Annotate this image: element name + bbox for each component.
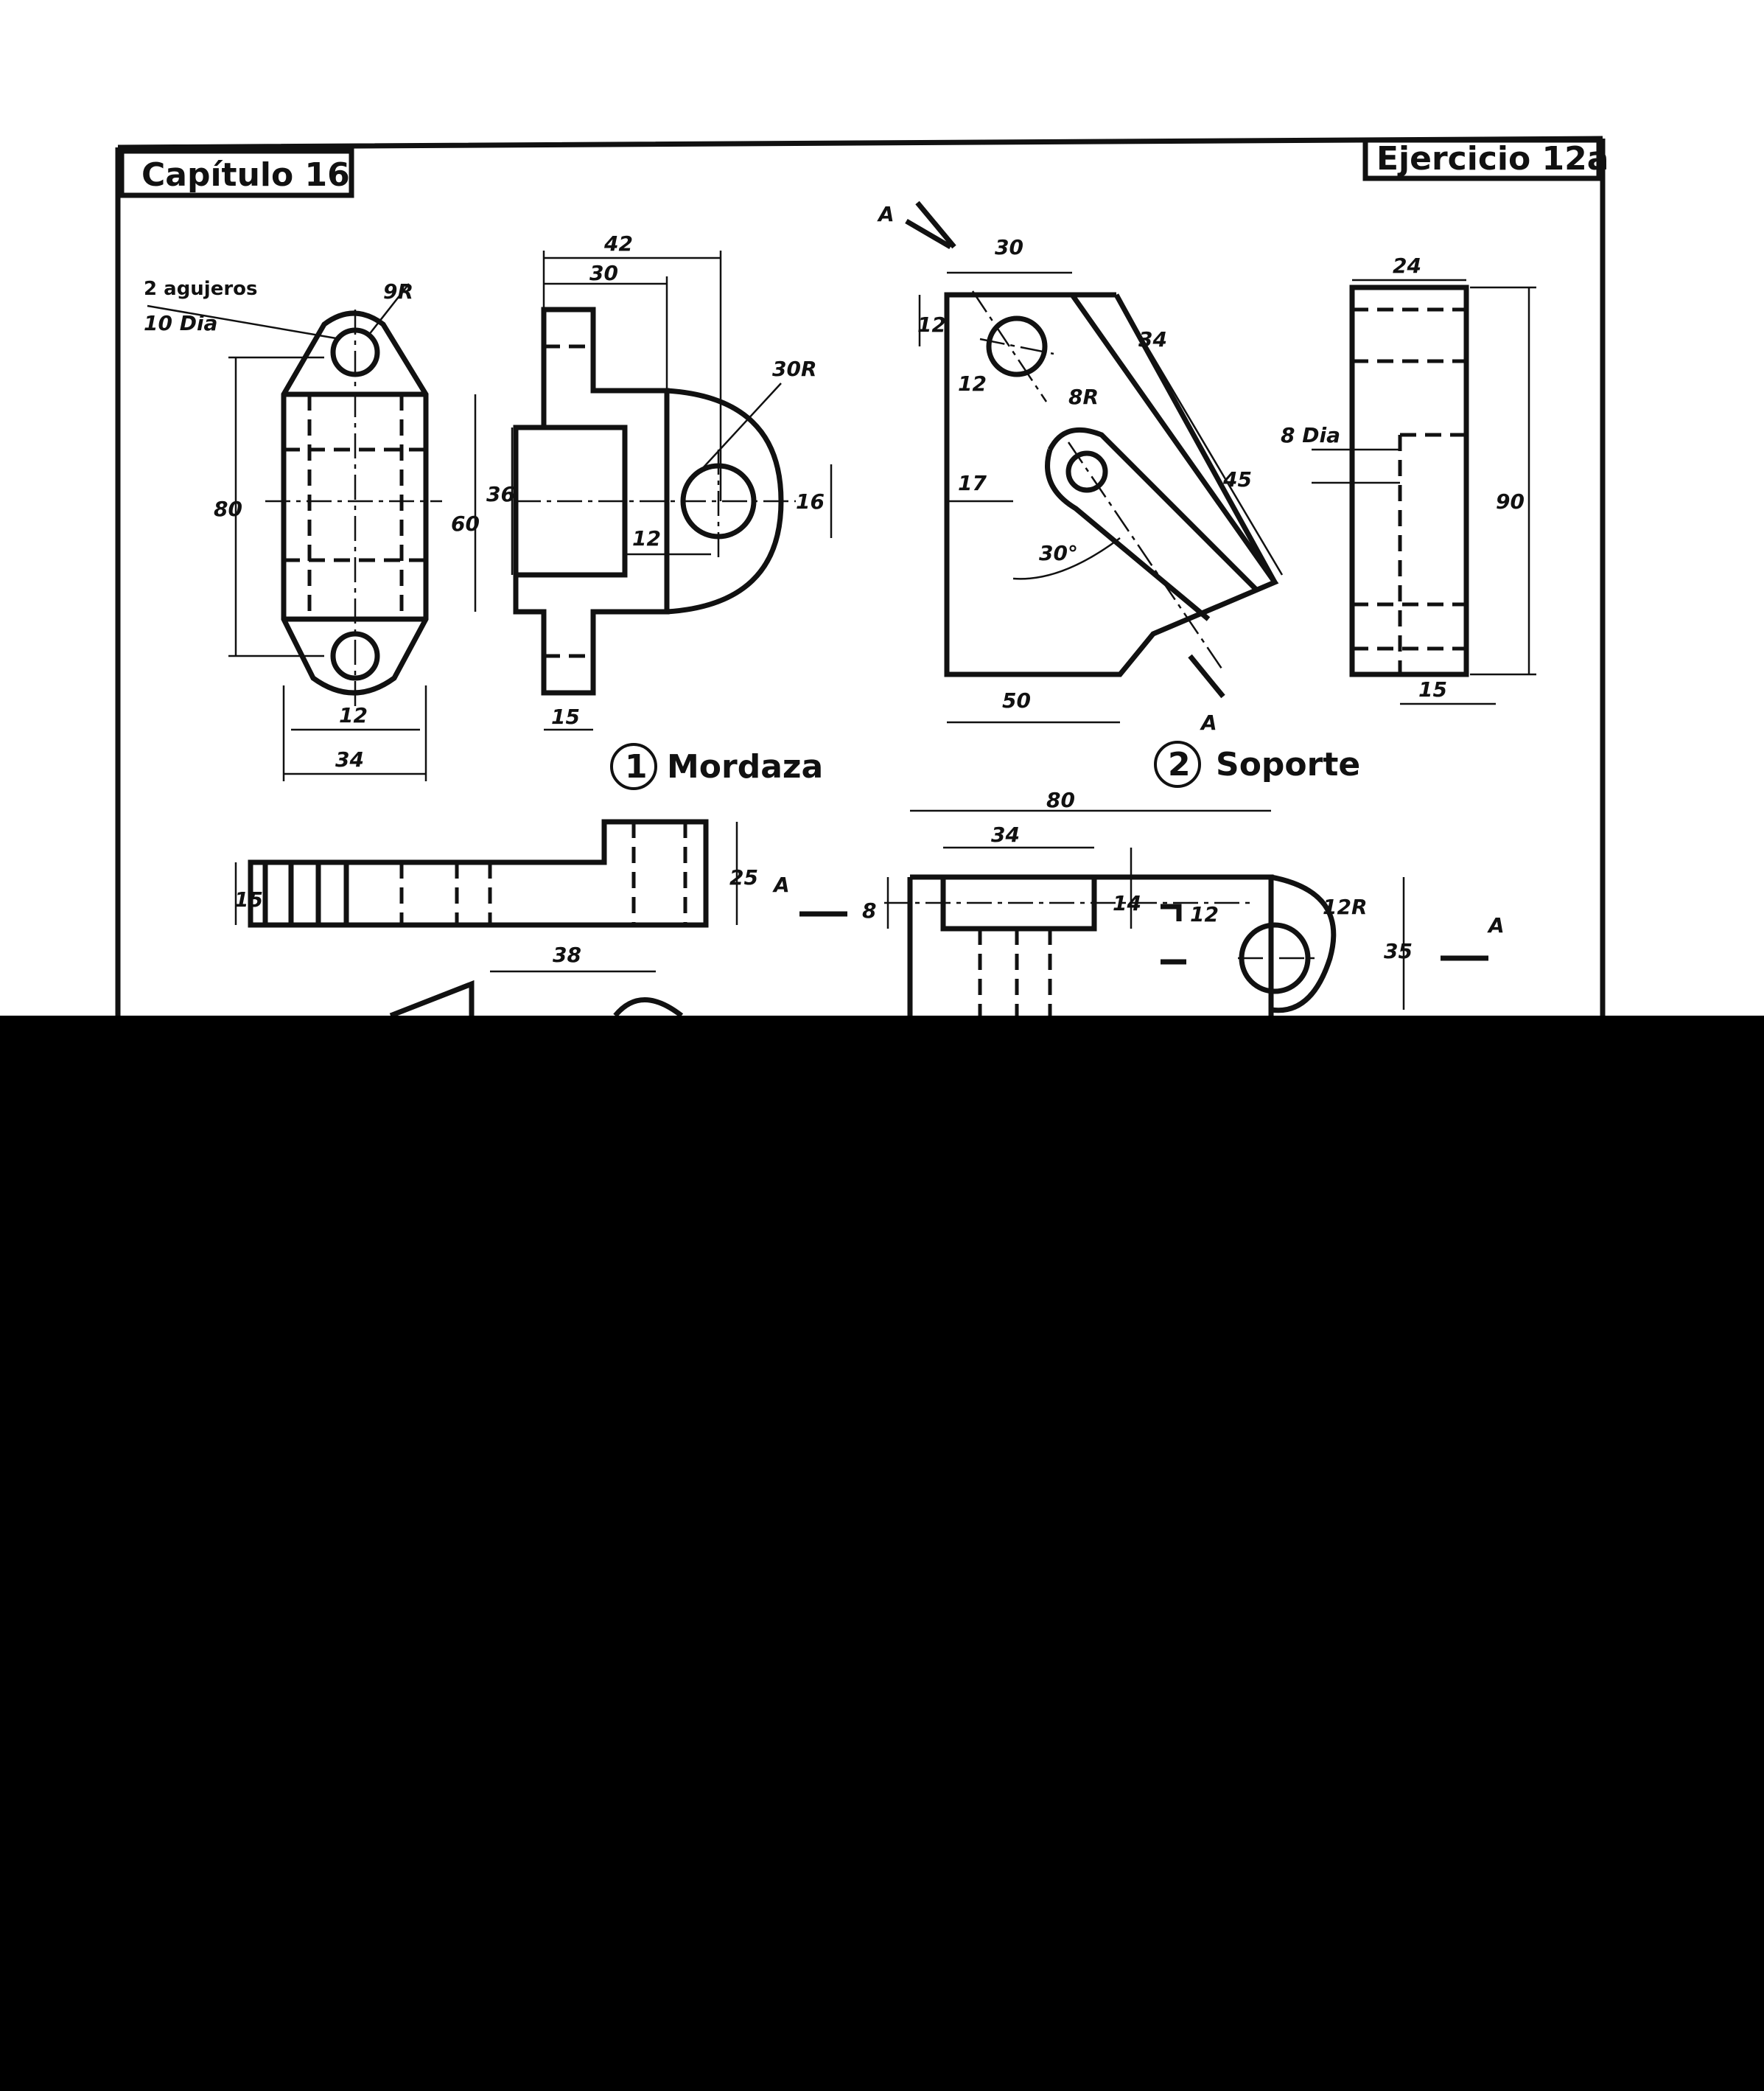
part2-name: Soporte	[1216, 746, 1360, 783]
black-region	[0, 1016, 1764, 2091]
drawing-sheet: Capítulo 16 Ejercicio 12a	[0, 0, 1764, 1019]
dim-p2-8: 8	[862, 898, 876, 923]
dim-p2-17: 17	[958, 471, 987, 495]
chapter-label: Capítulo 16	[141, 156, 350, 194]
dim-p2-8dia: 8 Dia	[1281, 423, 1340, 447]
part1-number-circle	[610, 743, 657, 790]
dim-p2-45: 45	[1222, 467, 1252, 492]
dim-36: 36	[486, 482, 515, 506]
part1-number: 1	[625, 748, 648, 786]
dim-34: 34	[335, 747, 364, 772]
dim-p2-90: 90	[1496, 489, 1525, 514]
part2-top-view	[799, 809, 1488, 1016]
sheet-border	[115, 136, 1606, 1016]
exercise-label: Ejercicio 12a	[1376, 140, 1609, 178]
exercise-box	[1362, 137, 1602, 181]
dim-42: 42	[603, 231, 633, 256]
dim-12-hole: 12	[339, 703, 368, 727]
dim-p2-34b: 34	[991, 823, 1020, 847]
part1-front-view	[147, 283, 442, 781]
section-mark-left: A	[772, 873, 790, 897]
dim-p2-12b: 12	[1190, 902, 1219, 926]
dim-60: 60	[451, 512, 480, 536]
dim-p2-80: 80	[1046, 788, 1075, 812]
note-holes-line2: 10 Dia	[144, 311, 217, 335]
dim-top-15: 15	[234, 887, 263, 912]
note-holes-line1: 2 agujeros	[144, 278, 258, 300]
dim-p2-35: 35	[1384, 939, 1413, 963]
section-mark-right: A	[1487, 913, 1505, 938]
dim-p2-8r: 8R	[1068, 385, 1099, 409]
dim-15: 15	[551, 705, 580, 729]
dim-30r: 30R	[772, 357, 817, 381]
dim-9r: 9R	[383, 279, 413, 304]
part1-side-view	[474, 251, 833, 731]
dim-p2-12-hole: 12	[958, 371, 987, 396]
technical-drawing: Capítulo 16 Ejercicio 12a	[115, 136, 1609, 1019]
dim-16: 16	[796, 489, 825, 514]
dim-p2-12-edge: 12	[917, 313, 946, 337]
section-mark-top: A	[877, 202, 895, 226]
dim-38: 38	[553, 943, 581, 967]
dim-top-25: 25	[729, 865, 758, 890]
dim-12-gap: 12	[632, 526, 661, 551]
dim-p2-34: 34	[1138, 327, 1167, 352]
dim-p2-12r: 12R	[1323, 895, 1368, 919]
dim-p2-14: 14	[1113, 891, 1141, 915]
section-mark-bottom: A	[1200, 711, 1217, 735]
dim-p2-30: 30	[995, 235, 1023, 259]
dim-p2-50: 50	[1002, 688, 1031, 713]
dim-80: 80	[214, 497, 242, 521]
part2-number-circle	[1154, 741, 1201, 788]
dim-30: 30	[589, 261, 618, 285]
part1-top-view	[234, 819, 738, 1019]
part2-number: 2	[1168, 746, 1191, 783]
part1-name: Mordaza	[667, 748, 823, 786]
part2-front-view	[905, 200, 1284, 724]
part2-side-view	[1312, 279, 1536, 705]
dim-p2-24: 24	[1393, 254, 1421, 278]
chapter-box	[119, 148, 354, 198]
dim-p2-15: 15	[1418, 677, 1447, 702]
dim-p2-30deg: 30°	[1039, 541, 1078, 565]
